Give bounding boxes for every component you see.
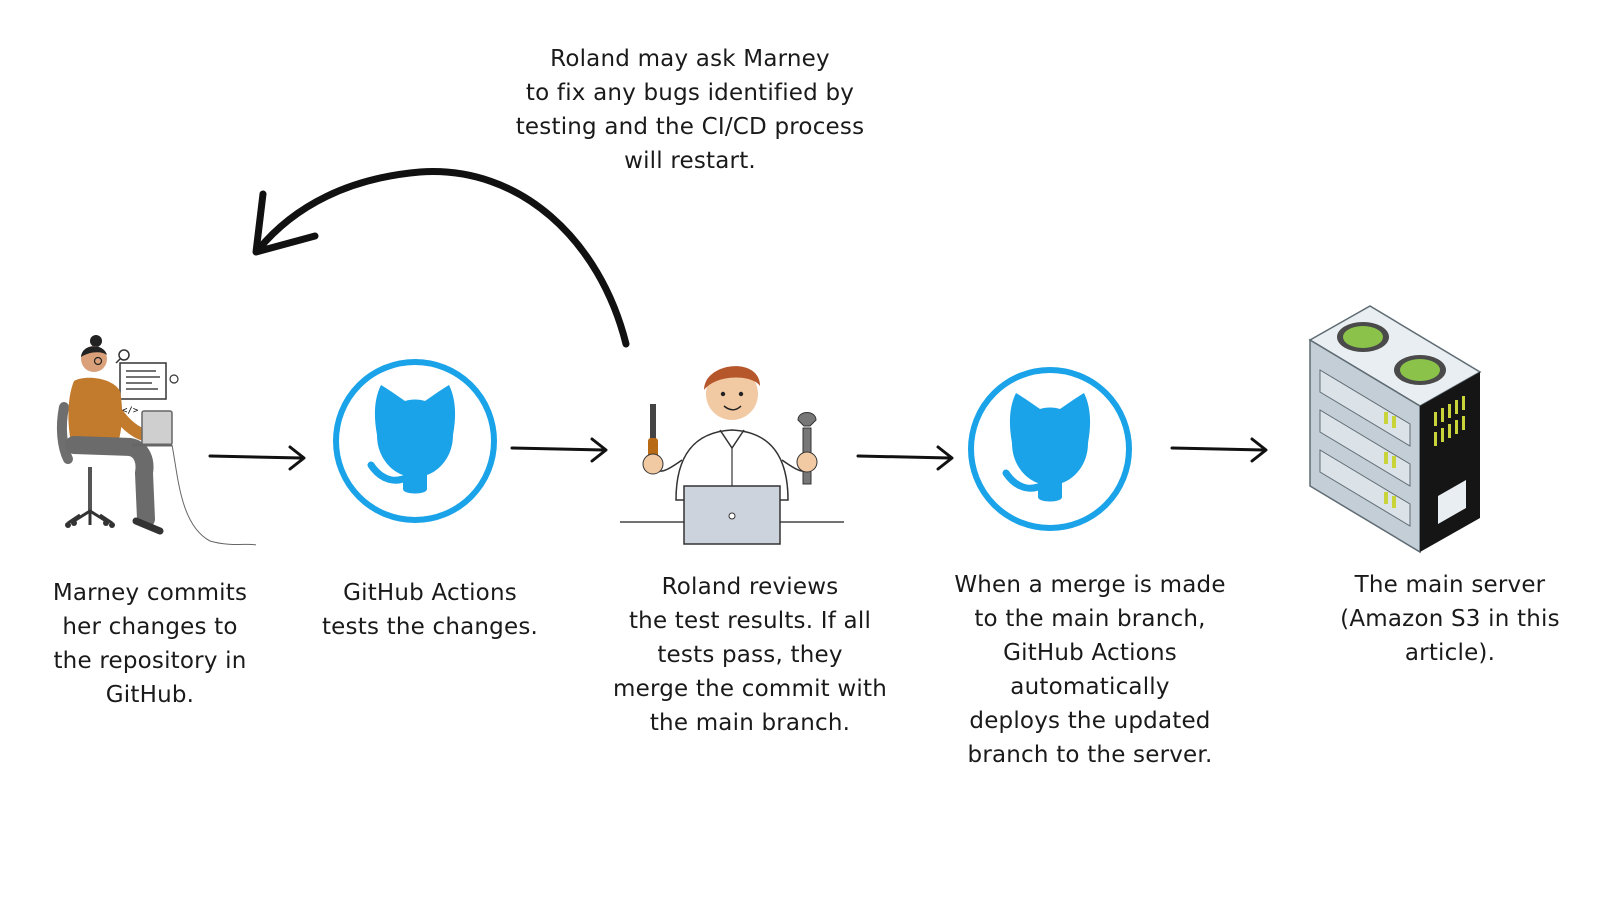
- step-2-caption: GitHub Actions tests the changes.: [321, 580, 539, 640]
- step-3-caption: Roland reviews the test results. If all …: [613, 574, 887, 736]
- step-5-caption: The main server (Amazon S3 in this artic…: [1340, 572, 1560, 666]
- flow-arrow-1: [208, 445, 306, 471]
- developer-at-laptop-icon: </>: [56, 335, 257, 546]
- github-octocat-icon: [333, 359, 497, 523]
- flow-arrow-4: [1170, 437, 1268, 463]
- reviewer-with-tools-icon: [620, 366, 844, 545]
- loop-note: Roland may ask Marney to fix any bugs id…: [515, 46, 865, 174]
- flow-arrow-2: [510, 437, 608, 463]
- feedback-loop-arrow: [252, 168, 630, 348]
- flow-arrow-3: [856, 445, 954, 471]
- step-1-caption: Marney commits her changes to the reposi…: [52, 580, 248, 708]
- step-4-caption: When a merge is made to the main branch,…: [954, 572, 1226, 768]
- server-rack-icon: [1308, 305, 1482, 554]
- github-octocat-icon: [968, 367, 1132, 531]
- svg-text:</>: </>: [122, 406, 139, 416]
